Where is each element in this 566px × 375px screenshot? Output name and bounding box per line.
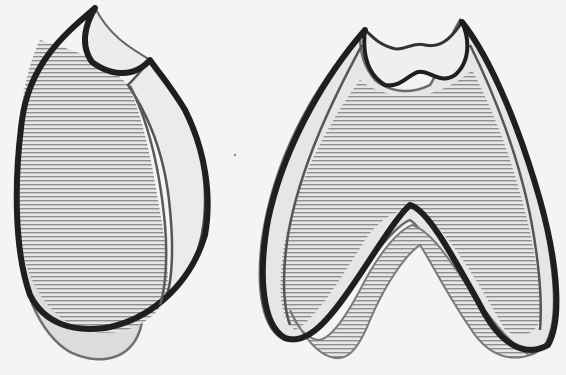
speck [234,154,236,156]
